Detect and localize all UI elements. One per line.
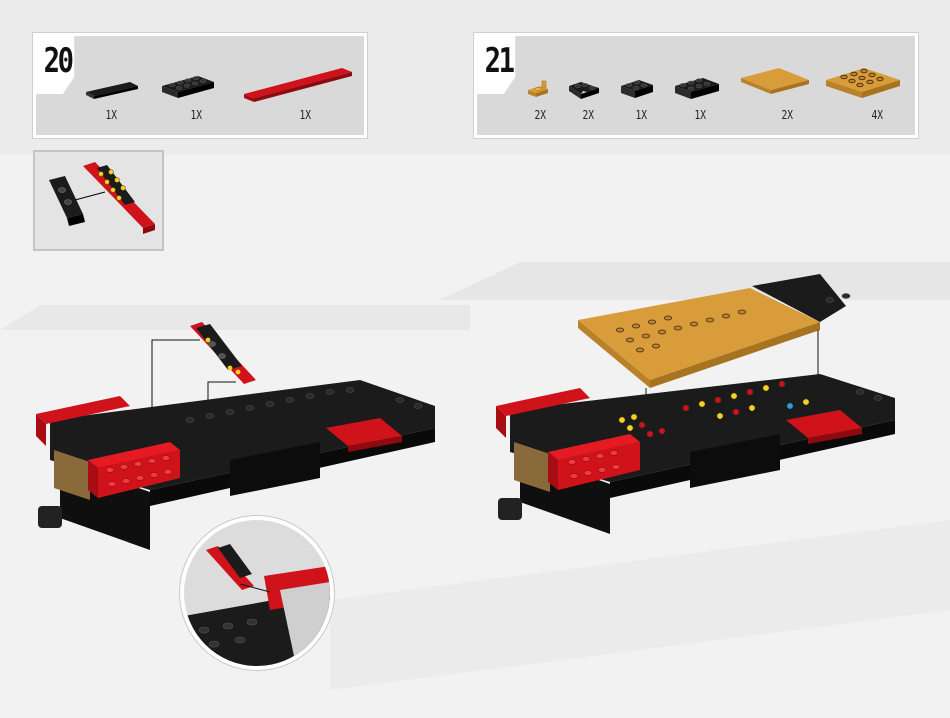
step-20-parts-box: 20 1X 1X 1X [33,33,367,138]
step-21-qty-4: 1X [694,108,706,122]
step-20-qty-1: 1X [105,108,117,122]
step-21-qty-2: 2X [582,108,594,122]
part-red-tile [241,64,355,104]
black-corner-plate-icon [565,74,605,100]
tan-plate-with-clip-icon [524,78,554,100]
part-black-plate [156,70,220,100]
part-black-plate-2x4 [669,72,725,102]
part-tan-clip [521,78,557,100]
tan-tile-4x4-icon [737,64,813,100]
tan-plate-4x6-icon [822,62,904,102]
part-black-tile [80,74,144,100]
zoom-illustration [184,520,330,666]
detail-zoom-circle [180,516,334,670]
step-21-parts-box: 21 2X 2X [474,33,918,138]
step-21-qty-5: 2X [781,108,793,122]
step-21-number: 21 [477,36,515,94]
step-20-number: 20 [36,36,74,94]
step-20-qty-2: 1X [190,108,202,122]
step-20-model [30,310,450,550]
step-21-model [490,270,910,540]
part-black-corner [563,74,607,100]
step-21-qty-3: 1X [635,108,647,122]
step-21-qty-6: 4X [871,108,883,122]
black-plate-2x4-icon [671,72,723,102]
step-20-qty-3: 1X [299,108,311,122]
black-tile-1x4-icon [82,74,142,100]
sub-assembly-box [33,150,164,251]
part-tan-tile [735,64,815,100]
part-black-plate-small [615,72,659,102]
sub-assembly-illustration [35,152,162,249]
black-plate-2x4-icon [158,70,218,100]
part-tan-plate [821,62,905,102]
red-tile-1x10-icon [242,64,354,104]
step-21-qty-1: 2X [534,108,546,122]
black-plate-2x3-icon [617,72,657,102]
